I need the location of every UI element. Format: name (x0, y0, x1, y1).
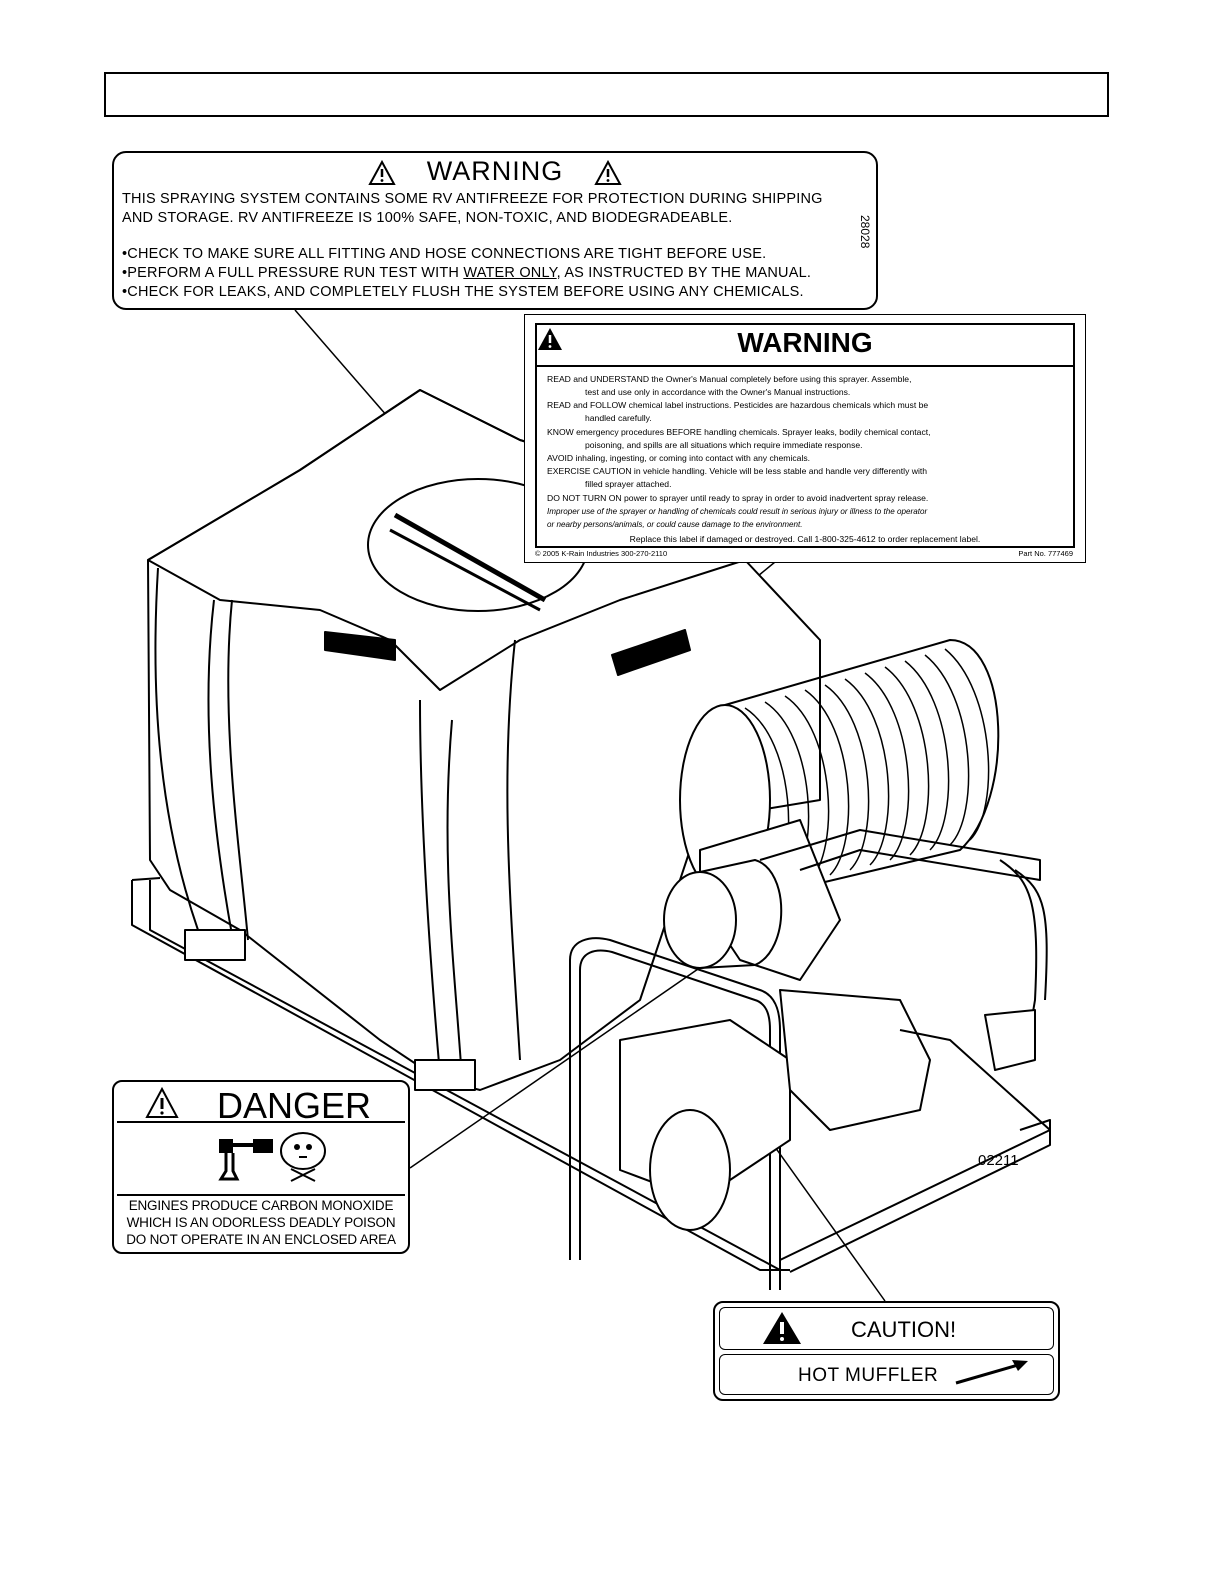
caution-header: CAUTION! (719, 1307, 1054, 1350)
owner-line-13: Replace this label if damaged or destroy… (629, 534, 981, 544)
caution-label: CAUTION! HOT MUFFLER (713, 1301, 1060, 1401)
shipping-warning-title: WARNING (426, 156, 564, 186)
owner-line-9: filled sprayer attached. (585, 479, 672, 489)
shipping-line-5: •CHECK FOR LEAKS, AND COMPLETELY FLUSH T… (122, 284, 804, 300)
owner-warning-title: WARNING (737, 327, 873, 358)
shipping-warning-label: WARNING THIS SPRAYING SYSTEM CONTAINS SO… (112, 151, 878, 310)
exclamation-triangle-icon (538, 328, 562, 350)
owner-warning-divider (537, 365, 1073, 367)
shipping-line-3: •CHECK TO MAKE SURE ALL FITTING AND HOSE… (122, 246, 767, 262)
danger-line-1: ENGINES PRODUCE CARBON MONOXIDE (128, 1198, 394, 1213)
engine-exhaust-skull-icon (218, 1132, 326, 1182)
shipping-line-4b: , AS INSTRUCTED BY THE MANUAL. (556, 265, 812, 281)
owner-line-8: EXERCISE CAUTION in vehicle handling. Ve… (547, 466, 928, 476)
shipping-line-2: AND STORAGE. RV ANTIFREEZE IS 100% SAFE,… (122, 210, 733, 226)
header-box (104, 72, 1109, 117)
danger-title: DANGER (217, 1085, 372, 1126)
owner-line-3: READ and FOLLOW chemical label instructi… (547, 400, 929, 410)
owner-footer-left: © 2005 K-Rain Industries 300-270-2110 (535, 549, 668, 558)
owner-warning-label: WARNING READ and UNDERSTAND the Owner's … (524, 314, 1086, 563)
water-only-text: WATER ONLY (463, 265, 557, 281)
figure-code: 02211 (978, 1152, 1019, 1169)
owner-footer-right: Part No. 777469 (1018, 549, 1073, 558)
arrow-icon (955, 1360, 1028, 1385)
owner-line-6: poisoning, and spills are all situations… (585, 440, 863, 450)
warning-triangle-icon (145, 1087, 179, 1118)
caution-body: HOT MUFFLER (719, 1354, 1054, 1395)
caution-text: HOT MUFFLER (798, 1365, 939, 1386)
owner-line-5: KNOW emergency procedures BEFORE handlin… (547, 427, 931, 437)
exclamation-triangle-icon (763, 1312, 801, 1344)
shipping-line-1: THIS SPRAYING SYSTEM CONTAINS SOME RV AN… (122, 191, 823, 207)
warning-triangle-icon (594, 159, 622, 185)
owner-line-10: DO NOT TURN ON power to sprayer until re… (547, 493, 929, 503)
danger-label: DANGER ENGINES PRODUCE CARBON MONOXIDE W… (112, 1080, 410, 1254)
owner-line-1: READ and UNDERSTAND the Owner's Manual c… (547, 374, 912, 384)
shipping-line-4a: •PERFORM A FULL PRESSURE RUN TEST WITH (122, 265, 464, 281)
danger-line-2: WHICH IS AN ODORLESS DEADLY POISON (126, 1215, 396, 1230)
shipping-warning-title-row: WARNING (114, 156, 876, 187)
shipping-label-code: 28028 (858, 215, 872, 249)
shipping-line-4: •PERFORM A FULL PRESSURE RUN TEST WITH W… (122, 265, 811, 281)
owner-line-2: test and use only in accordance with the… (585, 387, 851, 397)
owner-line-7: AVOID inhaling, ingesting, or coming int… (547, 453, 811, 463)
danger-pictogram-row (117, 1124, 405, 1196)
owner-line-12: or nearby persons/animals, or could caus… (547, 520, 803, 529)
owner-warning-frame: WARNING READ and UNDERSTAND the Owner's … (535, 323, 1075, 548)
owner-line-4: handled carefully. (585, 413, 652, 423)
caution-title: CAUTION! (851, 1317, 957, 1342)
danger-line-3: DO NOT OPERATE IN AN ENCLOSED AREA (126, 1232, 396, 1247)
owner-warning-title-row: WARNING (537, 327, 1073, 359)
danger-header: DANGER (117, 1085, 405, 1126)
owner-line-11: Improper use of the sprayer or handling … (547, 507, 928, 516)
warning-triangle-icon (368, 159, 396, 185)
